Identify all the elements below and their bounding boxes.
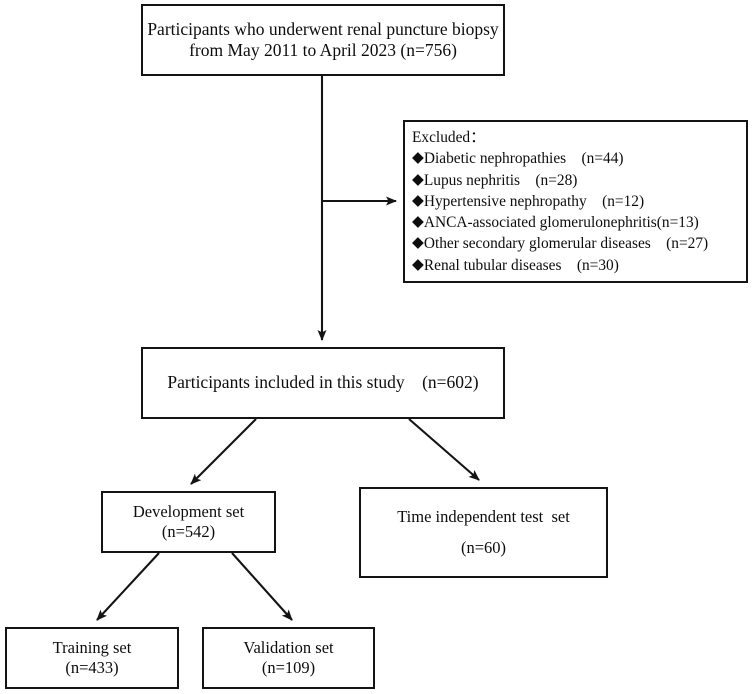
bullet-icon-3: ◆ <box>412 213 424 231</box>
edge-development-to-validation <box>231 552 293 621</box>
training-set-box: Training set (n=433) <box>5 627 179 689</box>
development-line-1: Development set <box>132 501 245 521</box>
validation-line-1: Validation set <box>243 637 334 657</box>
time-independent-test-set-box: Time independent test set (n=60) <box>359 487 608 578</box>
development-line-2: (n=542) <box>161 522 216 541</box>
testset-line-1: Time independent test set <box>397 506 570 526</box>
edge-included-to-development <box>190 418 257 485</box>
enrolled-participants-box: Participants who underwent renal punctur… <box>141 4 505 76</box>
edge-included-to-testset <box>408 418 480 481</box>
excluded-item-label-3: ANCA-associated glomerulonephritis(n=13) <box>423 214 699 232</box>
bullet-icon-2: ◆ <box>412 191 424 209</box>
bullet-icon-1: ◆ <box>412 170 424 188</box>
excluded-item-1: ◆Lupus nephritis (n=28) <box>412 170 577 191</box>
development-set-box: Development set (n=542) <box>101 491 276 553</box>
excluded-item-4: ◆Other secondary glomerular diseases (n=… <box>412 233 708 254</box>
excluded-item-label-0: Diabetic nephropathies (n=44) <box>423 150 624 168</box>
excluded-item-3: ◆ANCA-associated glomerulonephritis(n=13… <box>412 212 699 233</box>
excluded-item-label-5: Renal tubular diseases (n=30) <box>423 256 619 274</box>
excluded-item-label-4: Other secondary glomerular diseases (n=2… <box>423 235 709 253</box>
enrolled-line-1: Participants who underwent renal punctur… <box>147 18 499 39</box>
excluded-item-5: ◆Renal tubular diseases (n=30) <box>412 255 619 276</box>
training-line-2: (n=433) <box>65 658 119 677</box>
excluded-item-label-1: Lupus nephritis (n=28) <box>423 171 578 189</box>
enrolled-line-2: from May 2011 to April 2023 (n=756) <box>189 40 457 60</box>
excluded-participants-box: Excluded： ◆Diabetic nephropathies (n=44)… <box>403 120 748 283</box>
excluded-item-2: ◆Hypertensive nephropathy (n=12) <box>412 191 644 212</box>
training-line-1: Training set <box>52 637 132 657</box>
bullet-icon-0: ◆ <box>412 149 424 167</box>
excluded-heading: Excluded： <box>412 129 486 147</box>
excluded-item-label-2: Hypertensive nephropathy (n=12) <box>423 192 645 210</box>
bullet-icon-5: ◆ <box>412 255 424 273</box>
included-participants-box: Participants included in this study (n=6… <box>141 347 505 419</box>
validation-set-box: Validation set (n=109) <box>202 627 375 689</box>
edge-development-to-training <box>96 552 160 621</box>
testset-line-2: (n=60) <box>460 538 507 558</box>
validation-line-2: (n=109) <box>261 658 316 677</box>
included-line-1: Participants included in this study (n=6… <box>167 372 479 393</box>
bullet-icon-4: ◆ <box>412 234 424 252</box>
excluded-item-0: ◆Diabetic nephropathies (n=44) <box>412 148 624 169</box>
